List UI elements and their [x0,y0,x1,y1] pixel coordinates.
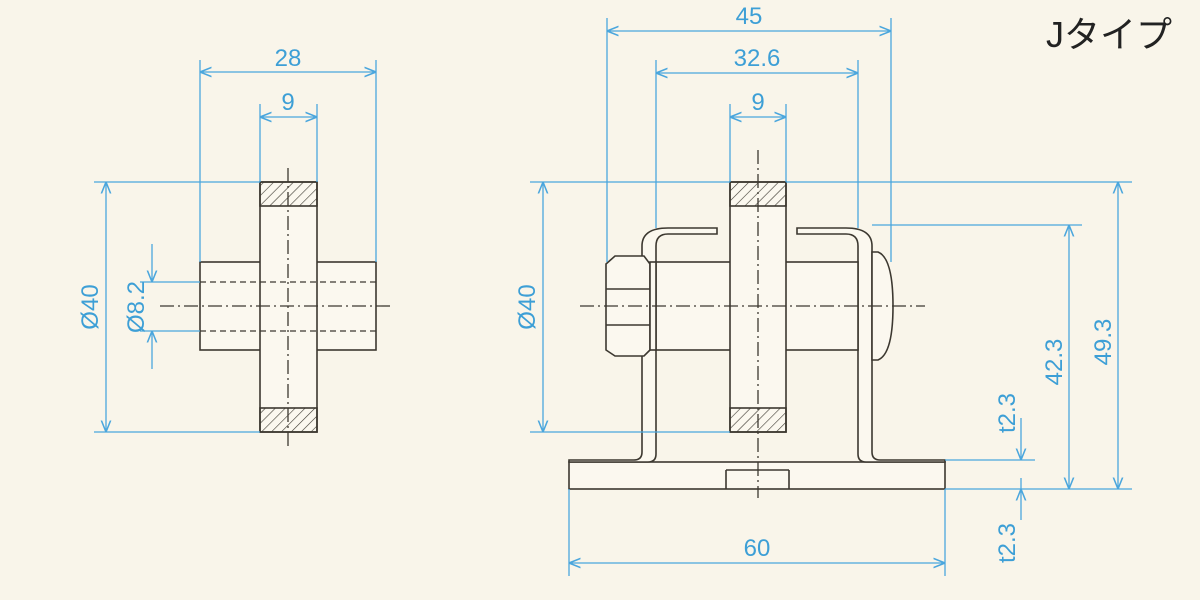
dimension-front-wheel-diameter: Ø40 [514,284,541,329]
dimension-side-wheel-width: 9 [281,89,294,116]
dimension-front-total-height: 49.3 [1090,319,1117,366]
front-view: 45 32.6 9 Ø40 60 49.3 42.3 [514,3,1132,576]
bracket-right-leg [796,227,946,463]
dimension-front-axle-height: 42.3 [1041,339,1068,386]
dimension-front-thickness-lower: t2.3 [994,523,1021,563]
side-view: 28 9 Ø40 Ø8.2 [77,45,390,446]
dimension-side-width: 28 [275,45,302,72]
dimension-front-thickness-upper: t2.3 [994,393,1021,433]
base-plate [568,461,946,490]
dimension-front-overall-width: 45 [736,3,763,30]
drawing-title: Jタイプ [1046,14,1172,55]
dimension-front-bracket-width: 32.6 [734,45,781,72]
dimension-front-base-width: 60 [744,535,771,562]
dimension-front-wheel-width: 9 [751,89,764,116]
dimension-side-wheel-diameter: Ø40 [77,284,104,329]
dimension-side-bore-diameter: Ø8.2 [123,281,150,333]
